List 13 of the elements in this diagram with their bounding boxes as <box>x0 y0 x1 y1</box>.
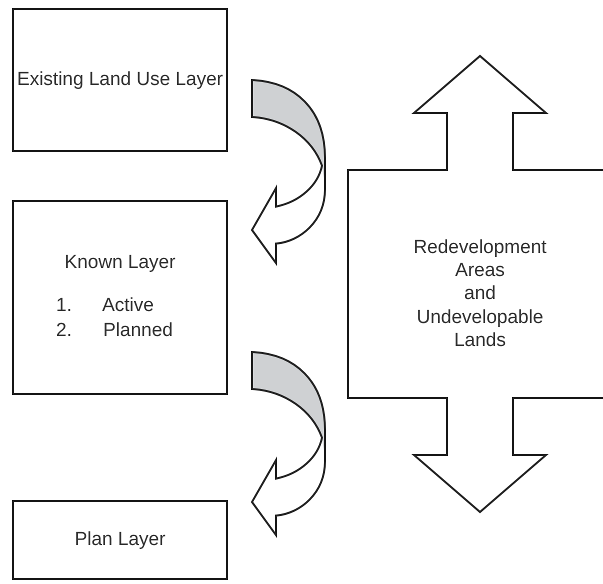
box-label: Plan Layer <box>74 528 166 552</box>
curved-arrow <box>251 79 326 264</box>
box-label: Known Layer <box>64 251 176 276</box>
process-box <box>12 200 228 395</box>
arrow-label: and <box>464 282 496 306</box>
box-label: Existing Land Use Layer <box>17 68 223 92</box>
curved-arrow <box>251 351 326 536</box>
list-item: 1. Active <box>56 294 154 318</box>
process-box <box>12 500 228 580</box>
list-item: 2. Planned <box>56 318 173 343</box>
process-box <box>12 8 228 152</box>
double-arrow-shape <box>348 56 603 512</box>
arrow-label: Undevelopable Lands <box>416 306 544 352</box>
